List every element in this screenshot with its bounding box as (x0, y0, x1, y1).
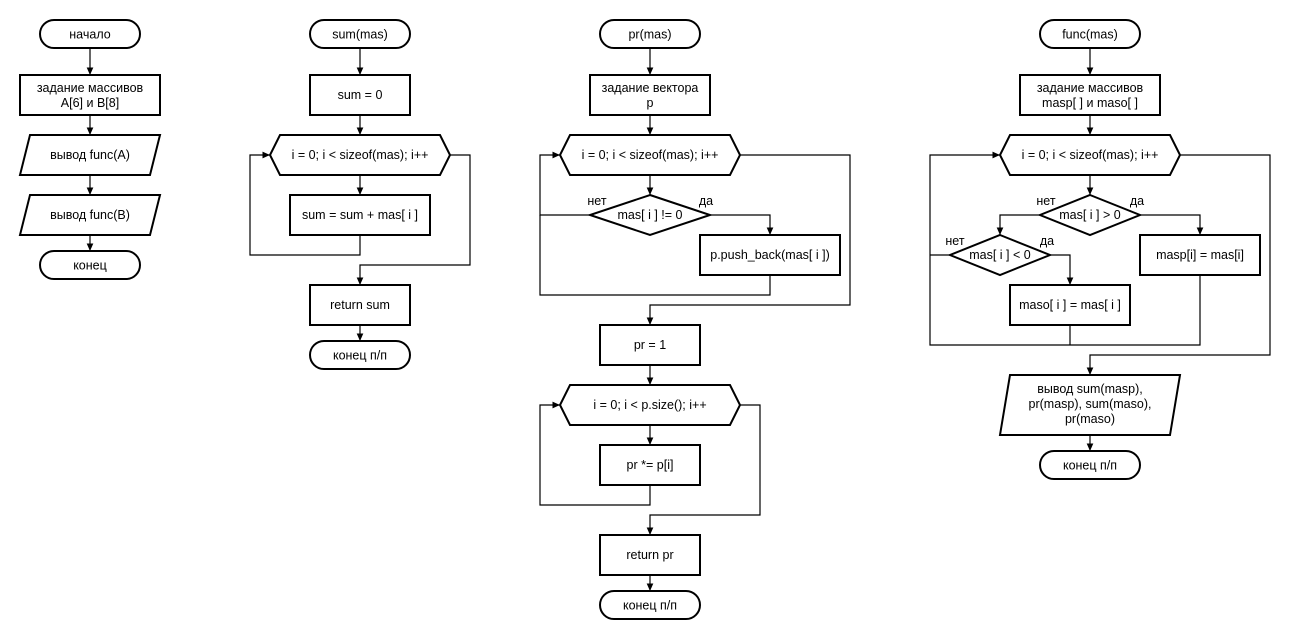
sum-return-label: return sum (330, 298, 390, 312)
func-output (998, 374, 1182, 436)
main-output-b (18, 194, 162, 236)
pr-init-process (589, 74, 711, 116)
func-cond1-yes-path (1140, 214, 1204, 235)
func-cond2-yes-path (1050, 254, 1074, 285)
func-aspos-process (1139, 234, 1261, 276)
func-output-label-2: pr(masp), sum(maso), (1029, 397, 1152, 411)
pr-subroutine: pr(mas) задание вектора p i = 0; i < siz… (539, 19, 851, 620)
sum-init-process (309, 74, 411, 116)
main-start-label: начало (69, 28, 110, 42)
pr-push-label: p.push_back(mas[ i ]) (710, 248, 830, 262)
pr-return-label: return pr (626, 548, 673, 562)
func-output-label-3: pr(maso) (1065, 412, 1115, 426)
func-aspos-label: masp[i] = mas[i] (1156, 248, 1244, 262)
pr-cond-yes-label: да (699, 194, 713, 208)
func-cond2-no-label: нет (945, 234, 964, 248)
func-init-label-1: задание массивов (1037, 81, 1144, 95)
func-init-label-2: masp[ ] и maso[ ] (1042, 96, 1138, 110)
pr-init-label-2: p (647, 96, 654, 110)
sum-body-label: sum = sum + mas[ i ] (302, 208, 418, 222)
pr-loop1-exit (646, 154, 851, 325)
pr-cond-yes-path (710, 214, 774, 235)
sum-subroutine: sum(mas) sum = 0 i = 0; i < sizeof(mas);… (249, 19, 471, 370)
sum-end-label: конец п/п (333, 349, 387, 363)
pr-loop2-label: i = 0; i < p.size(); i++ (593, 398, 706, 412)
func-asneg-label: maso[ i ] = mas[ i ] (1019, 298, 1121, 312)
func-cond2-diamond (947, 233, 1053, 277)
pr-mult-label: pr *= p[i] (627, 458, 674, 472)
pr-cond-no-label: нет (587, 194, 606, 208)
pr-cond-diamond (586, 193, 714, 237)
pr-return-process (599, 534, 701, 576)
sum-header-label: sum(mas) (332, 28, 388, 42)
func-asneg-process (1009, 284, 1131, 326)
main-output-b-label: вывод func(B) (50, 208, 130, 222)
func-loop-back (929, 151, 1201, 346)
func-init-process (1019, 74, 1161, 116)
func-loop-label: i = 0; i < sizeof(mas); i++ (1022, 148, 1159, 162)
func-cond1-yes-label: да (1130, 194, 1144, 208)
sum-init-label: sum = 0 (338, 88, 383, 102)
sum-loop-back (249, 151, 361, 256)
func-cond2-label: mas[ i ] < 0 (969, 248, 1031, 262)
main-output-a (18, 134, 162, 176)
func-cond2-yes-label: да (1040, 234, 1054, 248)
func-cond1-label: mas[ i ] > 0 (1059, 208, 1121, 222)
func-loop-exit (1086, 154, 1271, 375)
func-end-label: конец п/п (1063, 459, 1117, 473)
main-output-a-label: вывод func(A) (50, 148, 130, 162)
func-cond1-no-label: нет (1036, 194, 1055, 208)
func-cond1-diamond (1037, 193, 1143, 237)
main-init-process (19, 74, 161, 116)
main-init-label-1: задание массивов (37, 81, 144, 95)
main-end-label: конец (73, 259, 107, 273)
pr-init-label-1: задание вектора (602, 81, 699, 95)
sum-loop-label: i = 0; i < sizeof(mas); i++ (292, 148, 429, 162)
func-cond1-no-path (996, 214, 1040, 235)
pr-end-label: конец п/п (623, 599, 677, 613)
main-init-label-2: A[6] и B[8] (61, 96, 119, 110)
func-subroutine: func(mas) задание массивов masp[ ] и mas… (929, 19, 1271, 480)
pr-cond-label: mas[ i ] != 0 (618, 208, 683, 222)
func-output-label-1: вывод sum(masp), (1037, 382, 1143, 396)
pr-header-label: pr(mas) (628, 28, 671, 42)
pr-loop2-exit (646, 404, 761, 535)
pr-cond-no-path (539, 151, 590, 216)
pr-push-back-path (539, 215, 771, 296)
pr-prinit-label: pr = 1 (634, 338, 666, 352)
pr-loop1-label: i = 0; i < sizeof(mas); i++ (582, 148, 719, 162)
pr-loop2-back (539, 401, 651, 506)
sum-loop-exit (356, 154, 471, 285)
main-program: начало задание массивов A[6] и B[8] выво… (18, 19, 162, 280)
func-header-label: func(mas) (1062, 28, 1118, 42)
pr-mult-process (599, 444, 701, 486)
